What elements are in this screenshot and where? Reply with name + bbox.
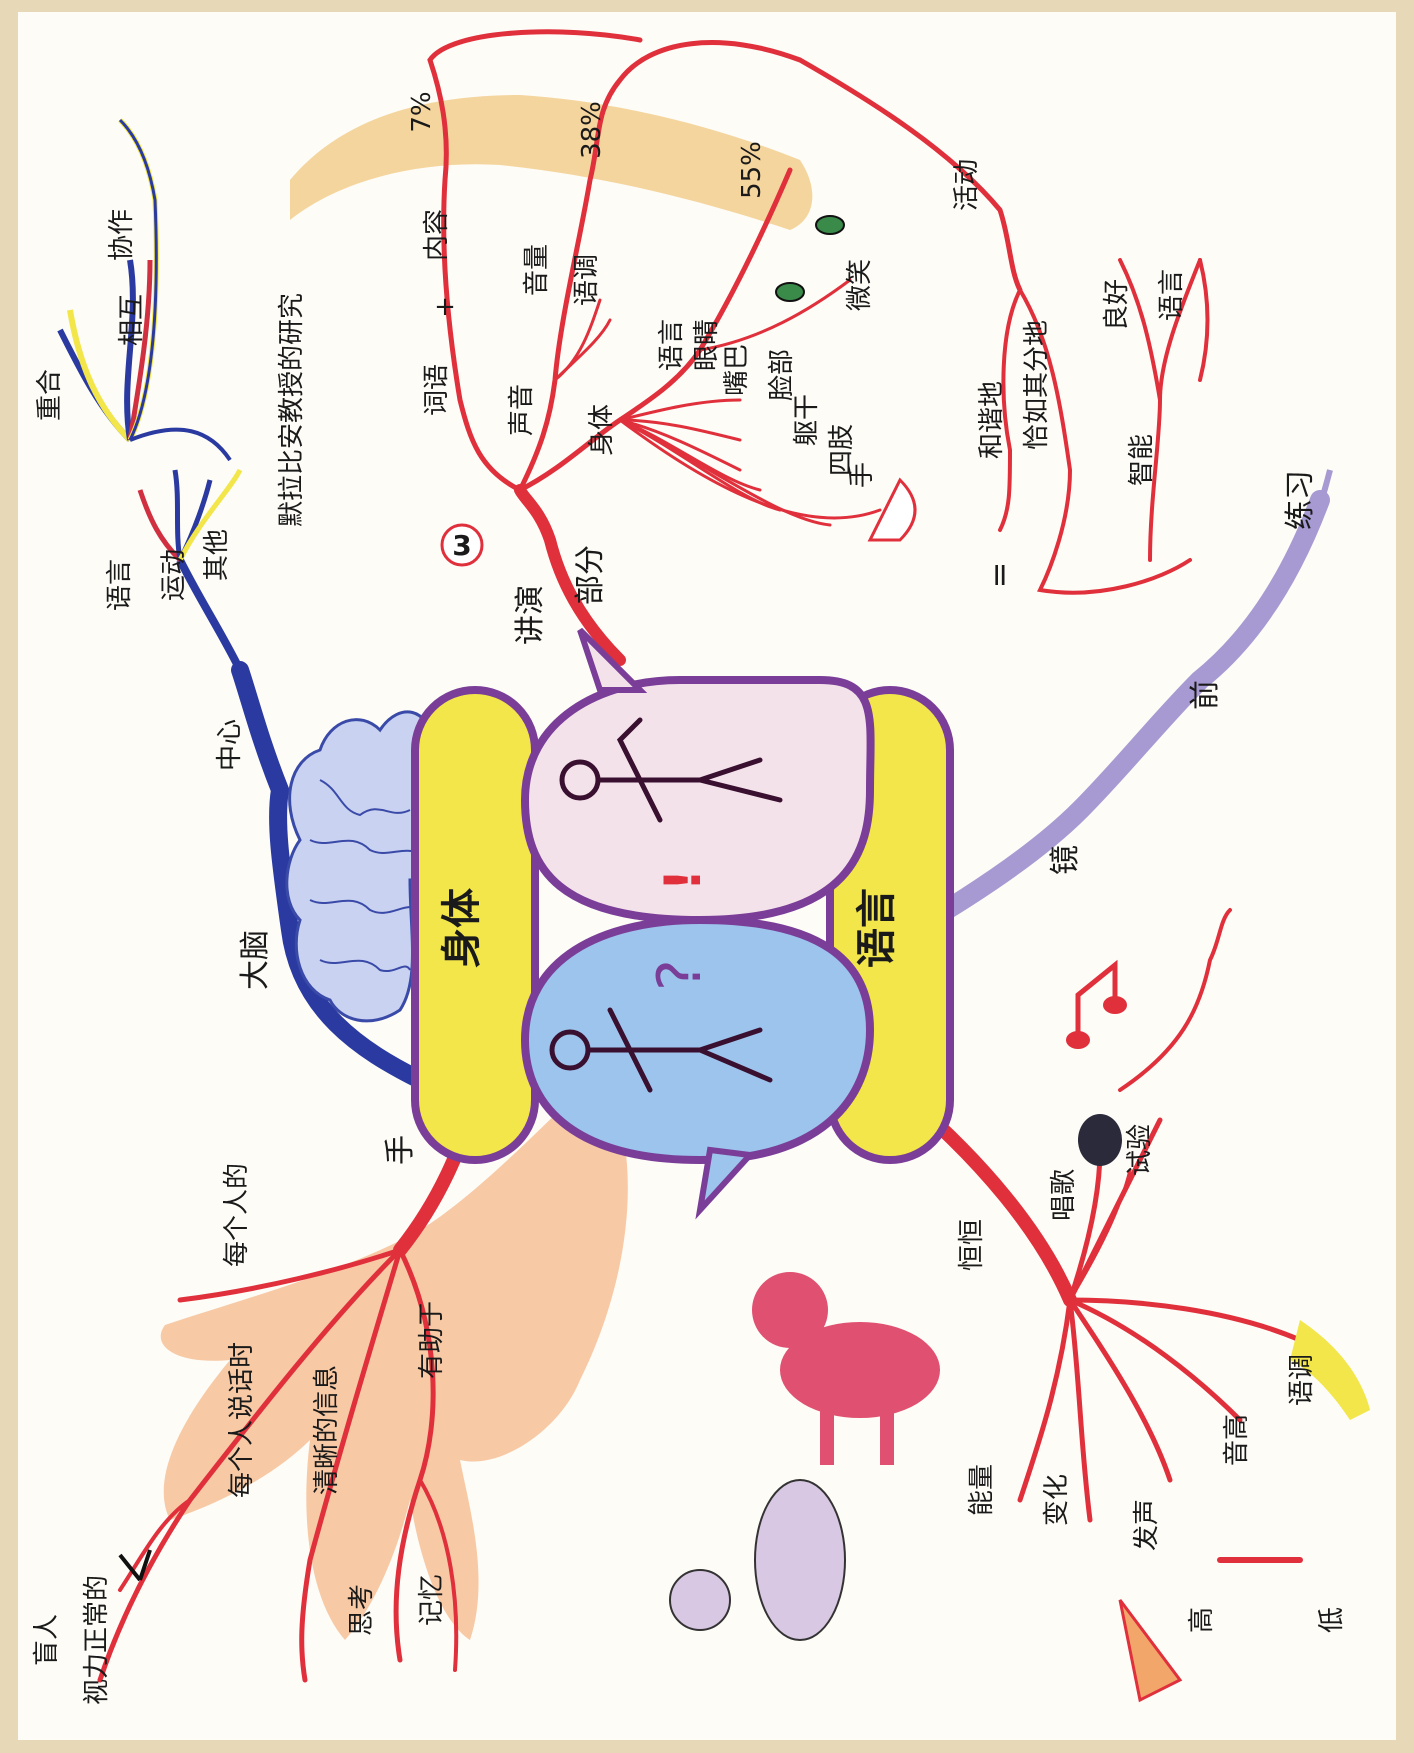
change-label: 变化 [1042,1474,1072,1526]
body-leaf-torso: 躯干 [792,394,822,446]
brain-leaf-other: 其他 [202,529,232,581]
body-leaf-face: 脸部 [767,349,797,401]
brain-top-overlap: 重合 [35,369,65,421]
exclamation-icon: ! [654,869,712,892]
center-sub-label: 中心 [215,719,245,771]
memory-label: 记忆 [417,1574,447,1626]
percent-38: 38% [577,101,607,159]
words-label: 词语 [422,364,452,416]
body-leaf-smile: 微笑 [845,259,875,311]
center-language-label: 语言 [854,888,900,968]
low-label: 低 [1317,1607,1347,1633]
high-label: 高 [1187,1607,1217,1633]
front-label: 前 [1188,680,1223,710]
body-leaf-hand: 手 [847,462,877,488]
mehrabian-caption: 默拉比安教授的研究 [277,293,307,527]
pitch-label: 音高 [1222,1414,1252,1466]
chant-label: 恒恒 [957,1219,987,1271]
center-body-label: 身体 [439,888,485,968]
voice-label: 声音 [507,384,537,436]
proper-label: 恰如其分地 [1022,320,1052,450]
test-label: 试验 [1125,1124,1155,1176]
volume-label: 音量 [522,244,552,296]
intonation-label: 语调 [1287,1354,1317,1406]
percent-55: 55% [737,141,767,199]
pronounce-label: 发声 [1132,1499,1162,1551]
activity-label: 活动 [952,159,982,211]
intel-label: 智能 [1127,434,1157,486]
body-leaf-eyes: 眼睛 [692,319,722,371]
energy-label: 能量 [967,1464,997,1516]
mehrabian-number: 3 [452,529,471,562]
tone-label: 语调 [572,254,602,306]
hand-label: 手 [383,1135,418,1165]
everyone-label: 每个人的 [222,1163,252,1267]
plus-label: + [434,292,456,322]
equals-label: = [980,562,1018,589]
think-label: 思考 [347,1584,377,1636]
brain-top-cooperate: 协作 [107,209,137,261]
blind-label: 盲人 [32,1614,62,1666]
body-label: 身体 [587,404,617,456]
eye-icon [776,283,804,301]
brain-label: 大脑 [238,930,273,990]
sing-label: 唱歌 [1049,1169,1079,1221]
speaking-label: 每个人说话时 [227,1342,257,1498]
blue-speech-bubble [525,920,870,1160]
percent-7: 7% [407,91,437,132]
harmony-label: 和谐地 [977,381,1007,459]
eye-icon-2 [816,216,844,234]
helpful-label: 有助于 [417,1301,447,1379]
good-label: 良好 [1102,279,1132,331]
parts-label: 部分 [573,545,608,605]
body-leaf-mouth: 嘴巴 [722,344,752,396]
brain-leaf-movement: 运动 [159,549,189,601]
question-icon: ? [645,959,715,991]
clear-info-label: 清晰的信息 [312,1365,342,1495]
mouth-orb-icon [1078,1114,1122,1166]
mirror-label: 镜 [1048,845,1083,875]
brain-top-mutual: 相互 [117,294,147,346]
content-label: 内容 [422,209,452,261]
lang-label: 语言 [1157,269,1187,321]
practice-label: 练习 [1283,470,1318,530]
speech-label: 讲演 [513,585,548,645]
body-leaf-language: 语言 [657,319,687,371]
normal-sight-label: 视力正常的 [82,1575,112,1705]
brain-leaf-language: 语言 [105,559,135,611]
